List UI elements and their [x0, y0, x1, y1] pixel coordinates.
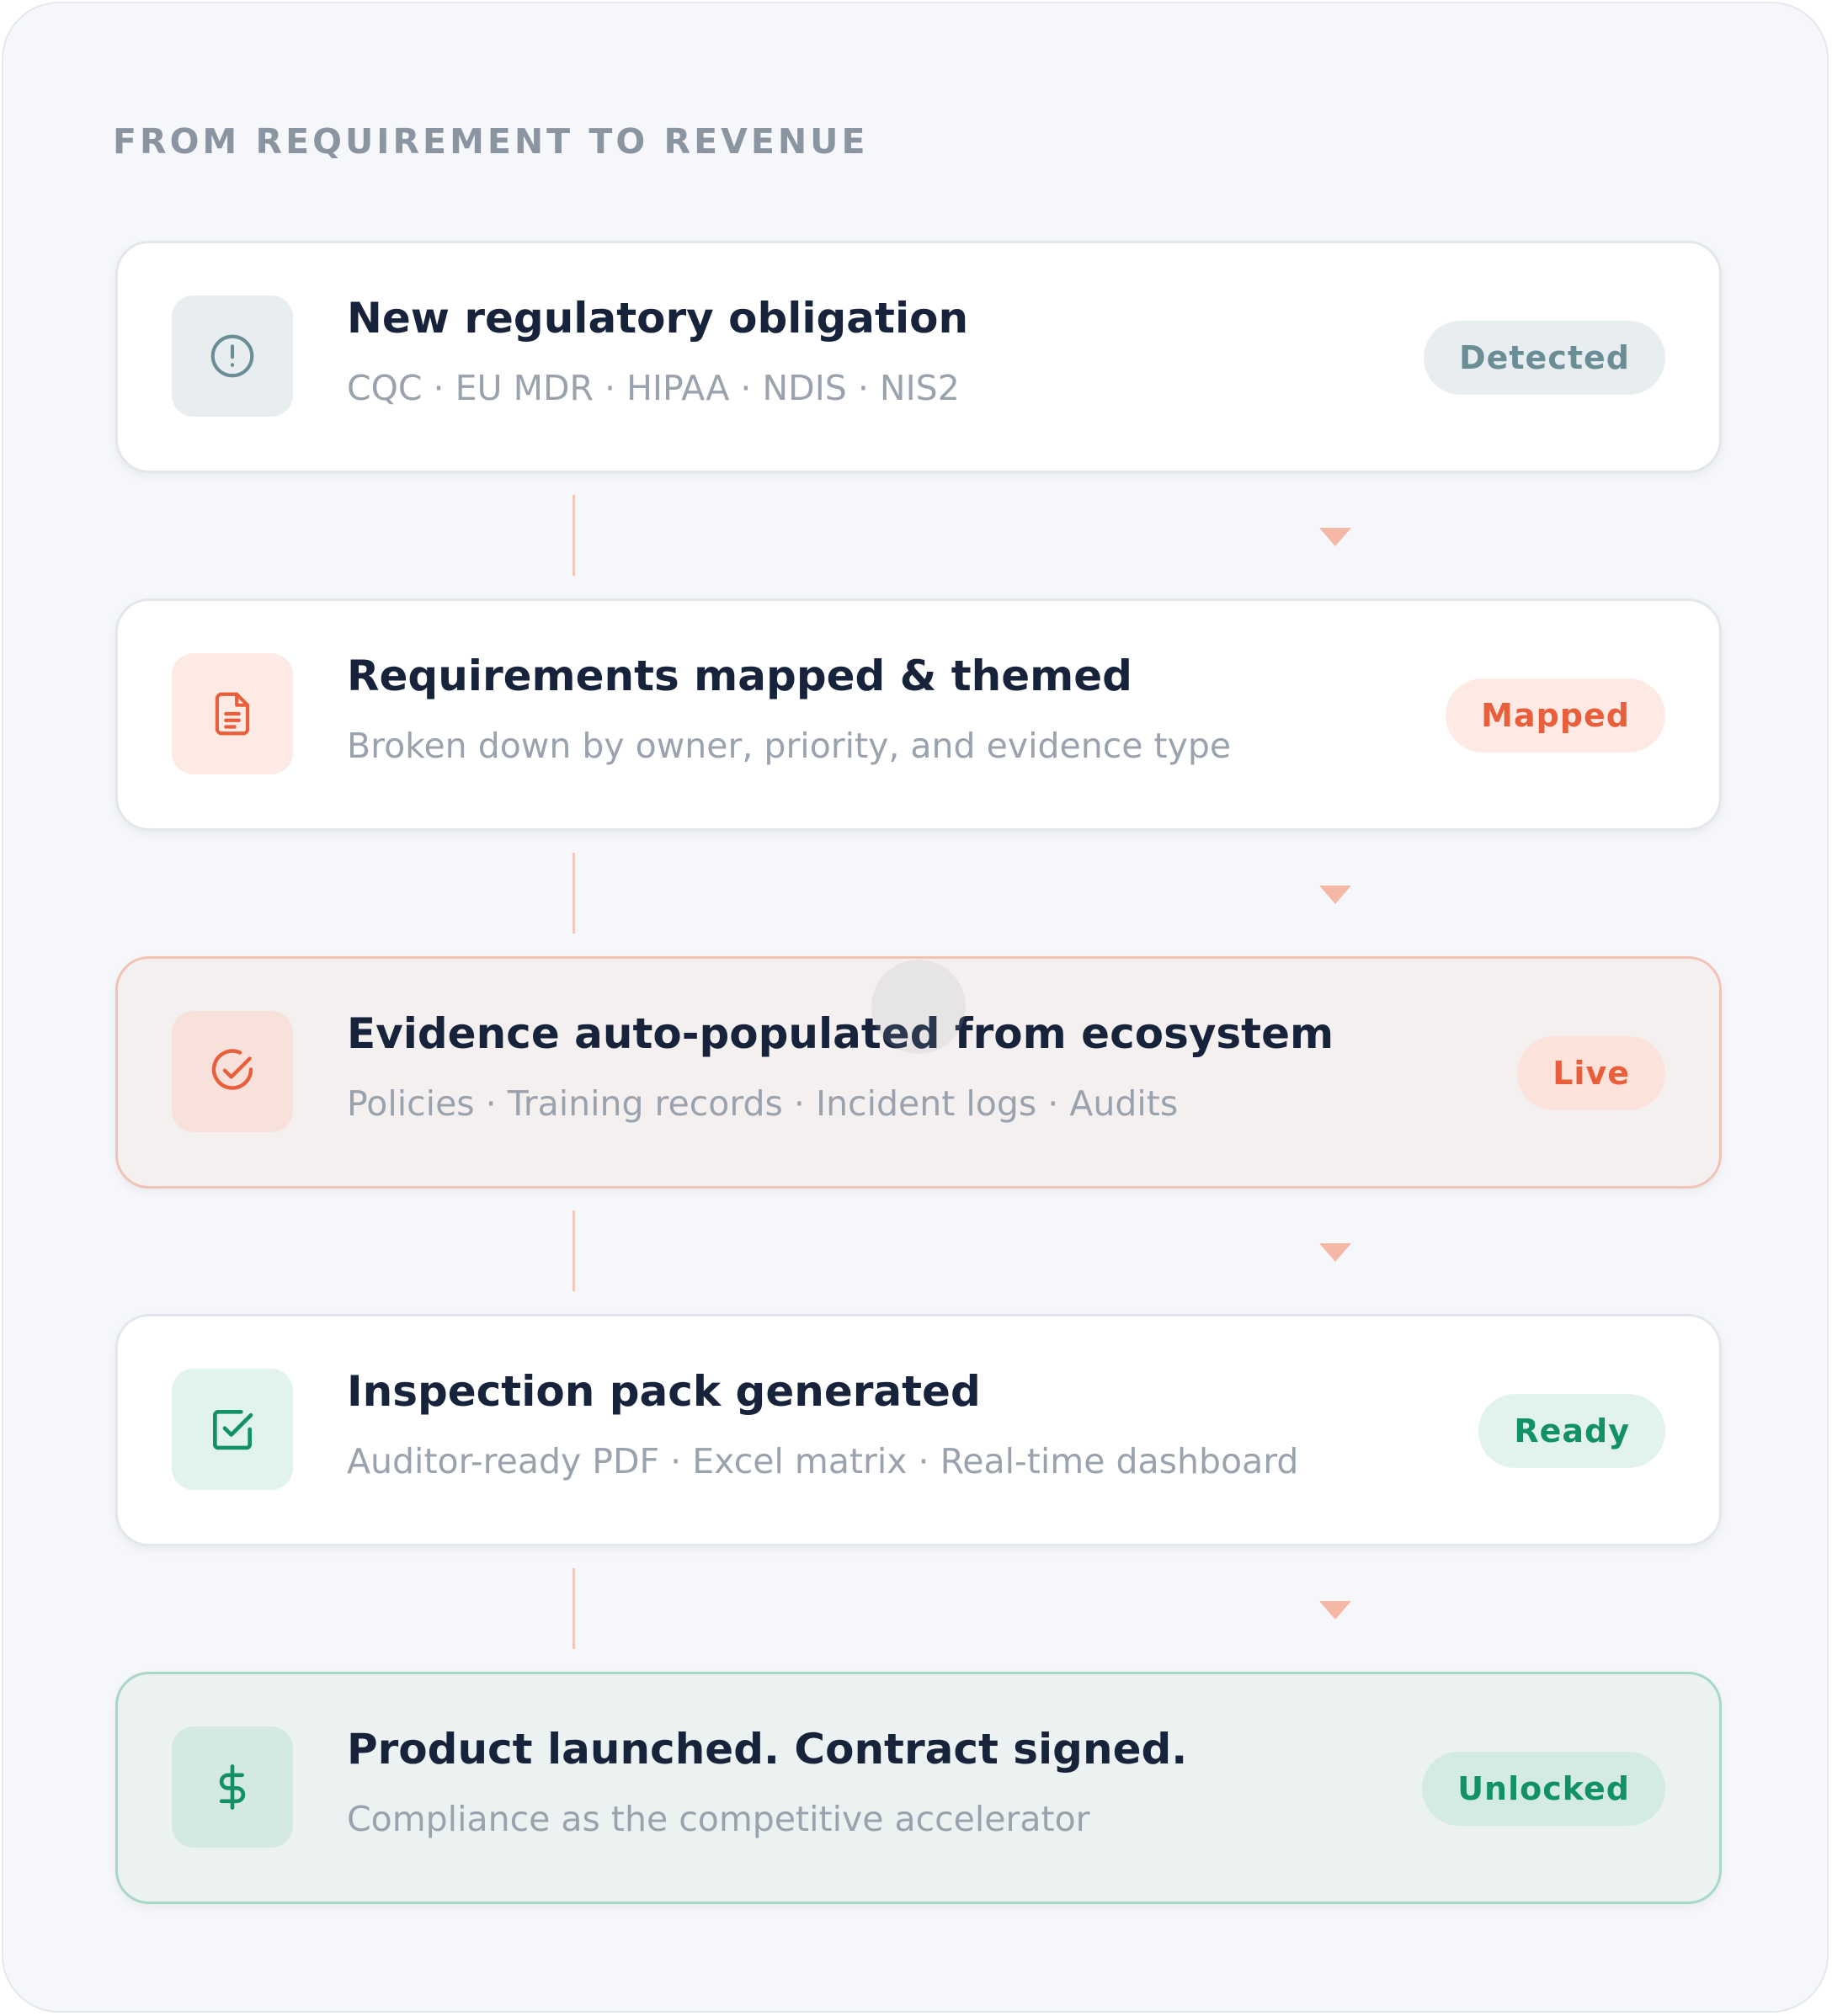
step-subtitle: Broken down by owner, priority, and evid…: [347, 726, 1232, 766]
status-badge: Ready: [1478, 1394, 1665, 1468]
step-connector-line: [572, 1568, 575, 1649]
cursor-indicator: [871, 960, 966, 1054]
alert-circle-icon: [210, 334, 254, 378]
step-card-live[interactable]: Evidence auto-populated from ecosystem P…: [115, 956, 1722, 1189]
step-subtitle: Policies · Training records · Incident l…: [347, 1083, 1179, 1124]
step-subtitle: Auditor-ready PDF · Excel matrix · Real-…: [347, 1441, 1299, 1481]
circle-check-icon: [211, 1049, 253, 1090]
step-icon-box: [172, 653, 293, 774]
document-icon: [215, 692, 250, 736]
step-card-mapped[interactable]: Requirements mapped & themed Broken down…: [115, 598, 1722, 831]
arrow-down-icon: [1319, 886, 1351, 904]
step-title: Evidence auto-populated from ecosystem: [347, 1009, 1334, 1058]
step-title: Product launched. Contract signed.: [347, 1725, 1188, 1774]
step-connector-line: [572, 853, 575, 934]
step-icon-box: [172, 1011, 293, 1132]
step-card-detected[interactable]: New regulatory obligation CQC · EU MDR ·…: [115, 241, 1722, 473]
status-badge: Detected: [1424, 321, 1665, 395]
step-connector-line: [572, 1210, 575, 1291]
section-eyebrow: FROM REQUIREMENT TO REVENUE: [113, 121, 869, 162]
arrow-down-icon: [1319, 1601, 1351, 1620]
step-subtitle: Compliance as the competitive accelerato…: [347, 1799, 1090, 1839]
step-title: Requirements mapped & themed: [347, 652, 1132, 700]
status-badge: Mapped: [1446, 678, 1665, 753]
checkbox-icon: [213, 1410, 253, 1450]
step-icon-box: [172, 1369, 293, 1490]
step-icon-box: [172, 1726, 293, 1848]
status-badge: Unlocked: [1422, 1752, 1665, 1826]
step-subtitle: CQC · EU MDR · HIPAA · NDIS · NIS2: [347, 368, 960, 408]
status-badge: Live: [1517, 1036, 1665, 1110]
step-title: New regulatory obligation: [347, 294, 969, 343]
dollar-icon: [219, 1764, 246, 1810]
arrow-down-icon: [1319, 528, 1351, 546]
step-connector-line: [572, 495, 575, 576]
step-icon-box: [172, 295, 293, 417]
arrow-down-icon: [1319, 1243, 1351, 1262]
step-title: Inspection pack generated: [347, 1367, 981, 1416]
step-card-ready[interactable]: Inspection pack generated Auditor-ready …: [115, 1314, 1722, 1546]
step-card-unlocked[interactable]: Product launched. Contract signed. Compl…: [115, 1672, 1722, 1904]
